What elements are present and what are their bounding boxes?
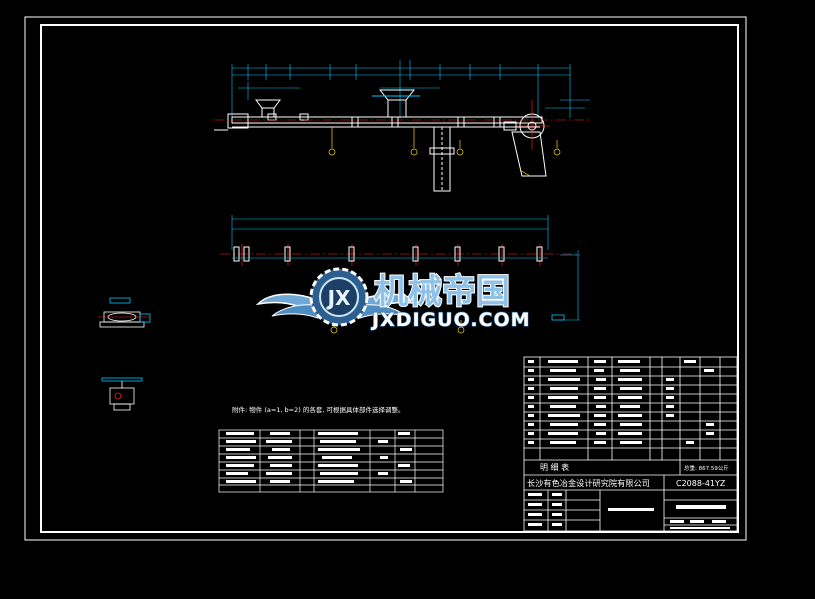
watermark-title: 机械帝国 <box>374 272 510 312</box>
inner-frame <box>40 24 739 533</box>
title-block <box>523 356 738 532</box>
watermark-emblem-letters: JX <box>326 286 351 310</box>
drawing-note: 附件: 物件 (a=1, b=2) 的各套, 可根据具体部件选择调整。 <box>232 405 405 414</box>
parts-table <box>218 429 444 493</box>
outer-frame <box>24 16 747 541</box>
drawing-number: C2088-41YZ <box>676 479 726 488</box>
watermark-url: JXDIGUO.COM <box>370 309 531 331</box>
detail-view-b <box>101 377 143 411</box>
bom-caption: 明 细 表 <box>540 462 569 472</box>
parts-table-text-marks <box>226 432 412 483</box>
bom-total-weight: 总重: 867.59公斤 <box>684 464 729 472</box>
detail-view-a <box>98 297 151 328</box>
title-block-text-marks <box>528 360 730 529</box>
watermark-logo: JX <box>255 267 423 327</box>
plan-view <box>220 215 580 334</box>
company-name: 长沙有色冶金设计研究院有限公司 <box>527 478 650 488</box>
elevation-view <box>214 60 590 192</box>
